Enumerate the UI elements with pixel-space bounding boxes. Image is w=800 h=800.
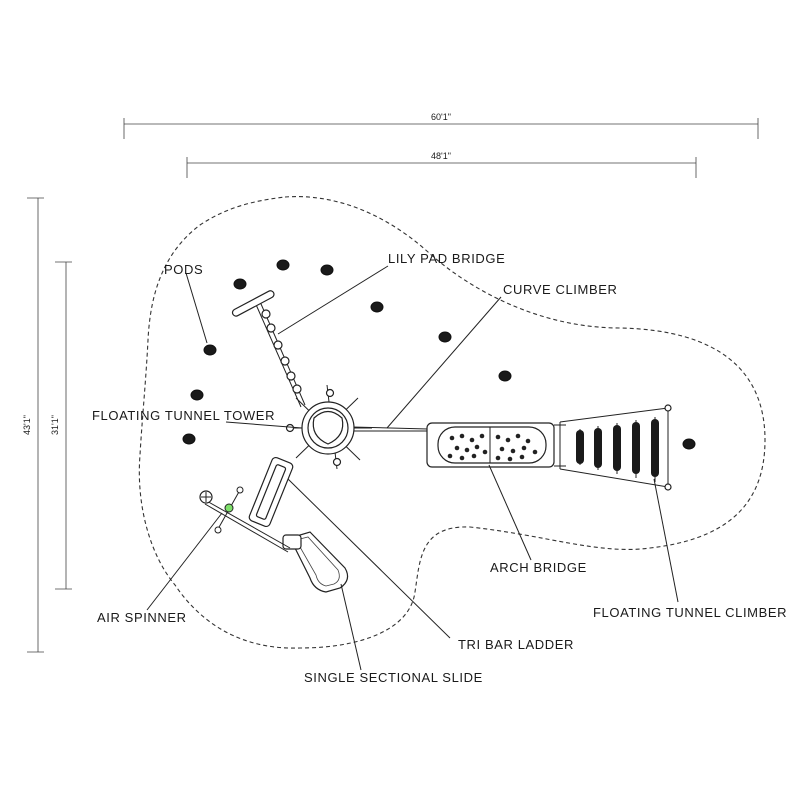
- lily-pad-bridge: [231, 290, 306, 408]
- dimension-overall-depth: 43'1": [22, 197, 44, 653]
- label-arch-bridge: ARCH BRIDGE: [490, 560, 587, 575]
- label-curve-climber: CURVE CLIMBER: [503, 282, 617, 297]
- air-spinner: [199, 486, 291, 553]
- pods-group: [182, 259, 696, 450]
- inner-width-label: 48'1": [431, 151, 451, 161]
- tri-bar-ladder: [248, 456, 294, 528]
- use-zone-boundary: [138, 196, 766, 649]
- pod: [190, 389, 204, 401]
- arch-bridge: [426, 422, 566, 468]
- pod: [682, 438, 696, 450]
- pod: [370, 301, 384, 313]
- overall-width-label: 60'1": [431, 112, 451, 122]
- label-air-spinner: AIR SPINNER: [97, 610, 187, 625]
- lily-pad: [286, 371, 296, 381]
- label-lily-pad-bridge: LILY PAD BRIDGE: [388, 251, 505, 266]
- label-floating-tunnel-tower: FLOATING TUNNEL TOWER: [92, 408, 275, 423]
- labels: PODS LILY PAD BRIDGE CURVE CLIMBER FLOAT…: [92, 251, 787, 685]
- pod: [438, 331, 452, 343]
- pod: [182, 433, 196, 445]
- leader-lines: [146, 265, 679, 671]
- floating-tunnel-climber: [559, 404, 672, 491]
- curve-climber: [351, 426, 429, 432]
- lily-pad: [280, 356, 290, 366]
- dimension-inner-width: 48'1": [186, 151, 697, 178]
- label-pods: PODS: [164, 262, 203, 277]
- inner-depth-label: 31'1": [50, 415, 60, 435]
- label-single-sectional-slide: SINGLE SECTIONAL SLIDE: [304, 670, 483, 685]
- overall-depth-label: 43'1": [22, 415, 32, 435]
- label-tri-bar-ladder: TRI BAR LADDER: [458, 637, 574, 652]
- lily-pad: [261, 309, 271, 319]
- pod: [233, 278, 247, 290]
- dimension-inner-depth: 31'1": [50, 261, 72, 590]
- pod: [498, 370, 512, 382]
- lily-pad: [273, 340, 283, 350]
- lily-pad: [266, 323, 276, 333]
- lily-pad: [292, 384, 302, 394]
- label-floating-tunnel-climber: FLOATING TUNNEL CLIMBER: [593, 605, 787, 620]
- floating-tunnel-tower: [285, 384, 372, 470]
- pod: [203, 344, 217, 356]
- single-sectional-slide: [282, 531, 349, 593]
- dimension-overall-width: 60'1": [123, 112, 759, 139]
- pod: [320, 264, 334, 276]
- pod: [276, 259, 290, 271]
